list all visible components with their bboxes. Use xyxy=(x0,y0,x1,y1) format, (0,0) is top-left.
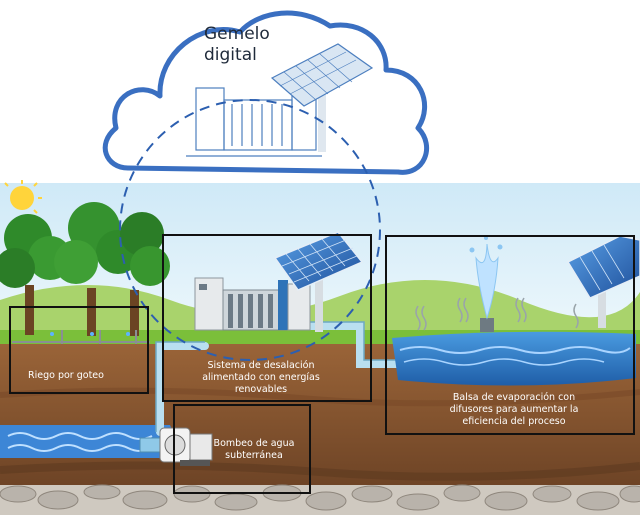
cloud-title-line2: digital xyxy=(204,45,257,65)
solar-panel-pond xyxy=(566,235,640,328)
drip-frame xyxy=(9,306,149,394)
water-pipes xyxy=(156,322,404,436)
digital-twin-link xyxy=(119,99,381,361)
pump-label: Bombeo de agua subterránea xyxy=(213,438,295,461)
pump-frame xyxy=(173,404,311,494)
desalination-plant xyxy=(194,277,311,331)
evaporation-vapor xyxy=(415,297,579,331)
diffuser-fountain xyxy=(469,236,503,332)
drip-irrigation-pipes xyxy=(12,330,150,344)
evaporation-pond-label: Balsa de evaporación con difusores para … xyxy=(449,392,579,427)
cloud-title: Gemelo digital xyxy=(204,24,270,66)
sun-icon xyxy=(4,180,42,214)
blueprint-solar-panel-icon xyxy=(270,43,374,152)
evaporation-pond xyxy=(392,331,636,386)
desal-frame xyxy=(162,234,372,402)
bedrock xyxy=(0,484,640,515)
desalination-label: Sistema de desalación alimentado con ene… xyxy=(202,360,320,395)
drip-irrigation-label: Riego por goteo xyxy=(28,370,104,381)
groundwater-pump xyxy=(139,427,213,466)
cloud-title-line1: Gemelo xyxy=(204,24,270,44)
orchard-trees xyxy=(0,202,170,336)
solar-panel-desalination xyxy=(273,231,364,332)
pond-frame xyxy=(385,235,635,435)
